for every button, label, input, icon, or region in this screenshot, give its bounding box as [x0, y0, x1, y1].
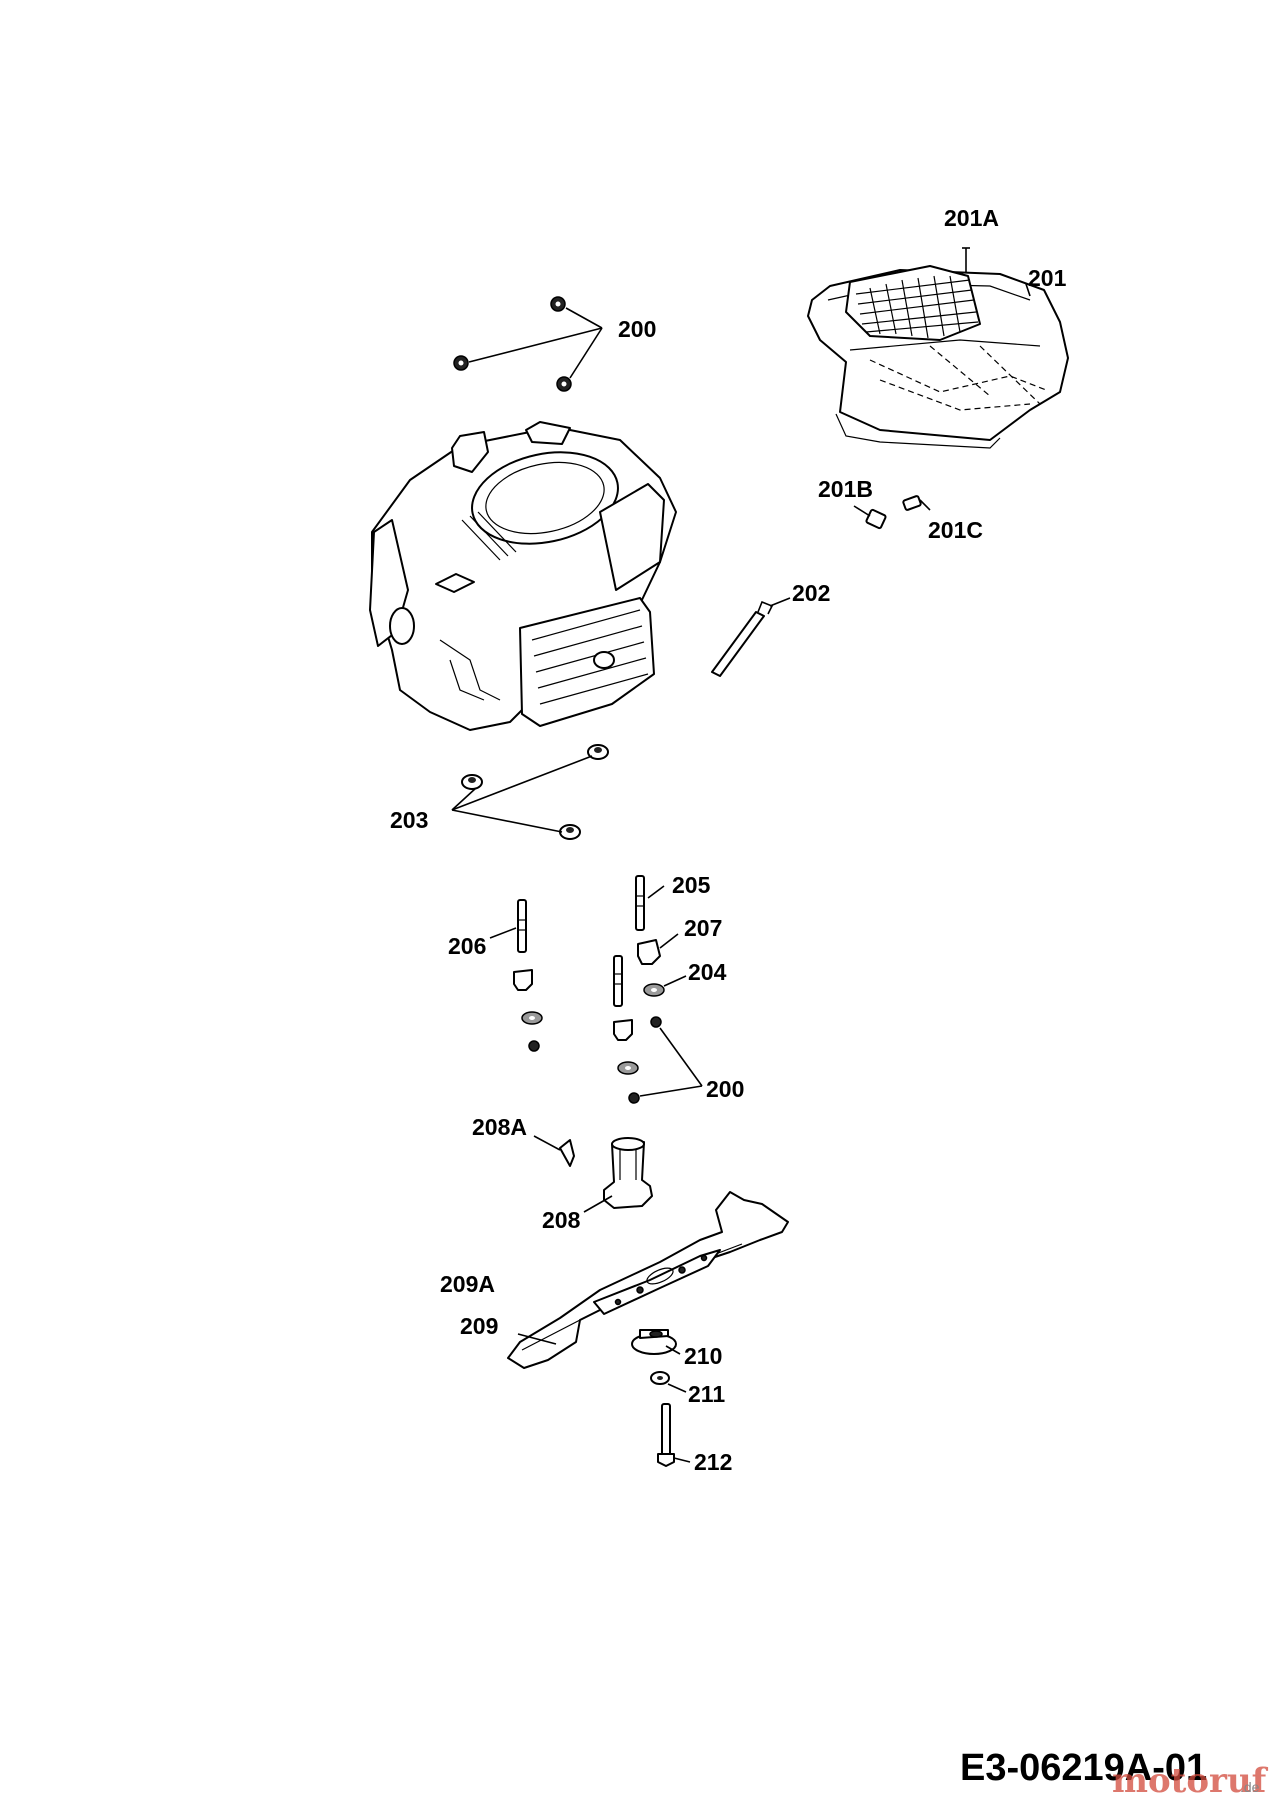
part-205-stud	[635, 875, 665, 931]
part-206-stud	[489, 899, 543, 1052]
label-204: 204	[688, 959, 727, 985]
label-208a: 208A	[472, 1114, 527, 1140]
reference-number: E3-06219A-01	[960, 1747, 1207, 1789]
label-211: 211	[688, 1381, 725, 1407]
part-211-lockwasher	[650, 1371, 687, 1393]
part-204-washer	[643, 975, 687, 997]
watermark-tld: .de	[1240, 1779, 1260, 1795]
label-201c: 201C	[928, 517, 983, 543]
part-208-adapter	[583, 1137, 653, 1213]
motoruf-watermark-logo: motoruf .de	[1112, 1761, 1269, 1800]
leader-201	[1025, 283, 1031, 297]
part-210-plate	[631, 1329, 681, 1355]
label-201a: 201A	[944, 205, 999, 231]
part-209-blade	[507, 1191, 789, 1369]
part-201c-screw	[902, 495, 931, 511]
part-200-nuts-top	[453, 296, 603, 392]
label-201: 201	[1028, 265, 1067, 291]
part-200-nuts-lower	[628, 1016, 703, 1104]
part-212-bolt	[657, 1403, 691, 1467]
part-engine	[369, 421, 677, 731]
label-201b: 201B	[818, 476, 873, 502]
label-206: 206	[448, 933, 486, 959]
part-201b-clip	[853, 505, 887, 530]
part-208a-key	[533, 1135, 575, 1167]
label-209: 209	[460, 1313, 498, 1339]
label-200-lower: 200	[706, 1076, 744, 1102]
watermark-brand: motoruf	[1112, 1761, 1269, 1800]
label-205: 205	[672, 872, 711, 898]
part-201a-screw	[962, 247, 970, 272]
label-202: 202	[792, 580, 830, 606]
part-207-spacer	[637, 933, 679, 965]
label-212: 212	[694, 1449, 732, 1475]
label-200: 200	[618, 316, 656, 342]
label-210: 210	[684, 1343, 722, 1369]
part-202-rod	[711, 597, 791, 677]
part-stud-middle	[613, 955, 639, 1075]
part-203-washers	[451, 744, 609, 840]
label-207: 207	[684, 915, 722, 941]
part-201-engine-cover	[807, 265, 1069, 449]
label-208: 208	[542, 1207, 581, 1233]
label-209a: 209A	[440, 1271, 495, 1297]
label-203: 203	[390, 807, 428, 833]
